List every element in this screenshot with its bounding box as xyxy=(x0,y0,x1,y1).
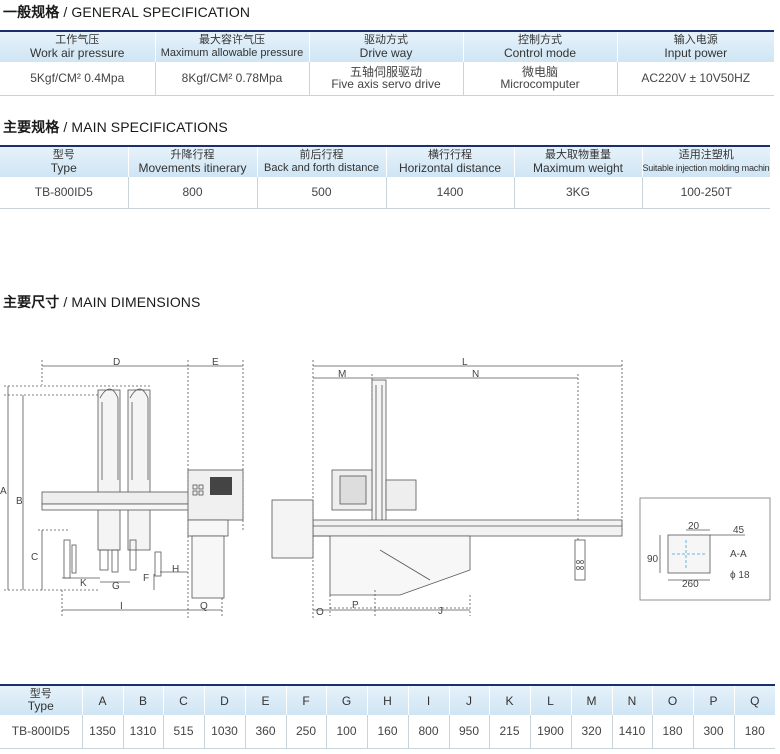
dim-label-n: N xyxy=(472,369,479,380)
dim-label-90: 90 xyxy=(647,554,659,565)
cell-back-forth: 500 xyxy=(256,177,386,209)
cell-dim-b: 1310 xyxy=(122,715,163,749)
section-detail: 20 45 90 260 A-A ϕ 18 xyxy=(639,497,771,601)
dim-label-e: E xyxy=(212,357,219,368)
header-dim-h: H xyxy=(366,685,408,715)
dim-label-q: Q xyxy=(200,601,208,612)
cell-dim-k: 215 xyxy=(488,715,530,749)
dim-label-o: O xyxy=(316,607,324,618)
dim-label-a: A xyxy=(0,486,7,497)
section-label: A-A xyxy=(730,549,747,560)
dim-label-j: J xyxy=(438,606,443,617)
front-view: D E A B C K G F H I Q xyxy=(0,357,244,620)
dim-label-p: P xyxy=(352,600,359,611)
cell-max-pressure: 8Kgf/CM² 0.78Mpa xyxy=(154,62,309,96)
header-dim-g: G xyxy=(325,685,367,715)
cell-type: TB-800ID5 xyxy=(0,177,128,209)
cell-horizontal: 1400 xyxy=(385,177,514,209)
cell-model: TB-800ID5 xyxy=(0,715,82,749)
dim-label-d: D xyxy=(113,357,120,368)
side-view: L M N O P J xyxy=(271,357,623,620)
header-dim-k: K xyxy=(488,685,530,715)
cell-dim-g: 100 xyxy=(325,715,367,749)
table-row: TB-800ID5 800 500 1400 3KG 100-250T xyxy=(0,177,770,209)
dim-label-260: 260 xyxy=(682,579,699,590)
header-dim-d: D xyxy=(203,685,245,715)
cell-dim-c: 515 xyxy=(162,715,204,749)
header-dim-m: M xyxy=(570,685,612,715)
dim-label-l: L xyxy=(462,357,468,368)
main-dimensions-title: 主要尺寸 / MAIN DIMENSIONS xyxy=(3,294,201,310)
cell-dim-n: 1410 xyxy=(611,715,652,749)
header-dim-p: P xyxy=(692,685,734,715)
cell-dim-d: 1030 xyxy=(203,715,245,749)
cell-work-air-pressure: 5Kgf/CM² 0.4Mpa xyxy=(0,62,155,96)
dim-label-b: B xyxy=(16,496,23,507)
header-dim-e: E xyxy=(244,685,286,715)
cell-dim-l: 1900 xyxy=(529,715,571,749)
cell-dim-f: 250 xyxy=(285,715,326,749)
cell-dim-j: 950 xyxy=(448,715,489,749)
dim-label-k: K xyxy=(80,578,87,589)
header-dim-q: Q xyxy=(733,685,775,715)
cell-dim-q: 180 xyxy=(733,715,775,749)
header-dim-j: J xyxy=(448,685,489,715)
dim-label-20: 20 xyxy=(688,521,700,532)
general-spec-title: 一般规格 / GENERAL SPECIFICATION xyxy=(3,4,251,20)
dimension-drawing: D E A B C K G F H I Q xyxy=(0,357,771,620)
cell-dim-i: 800 xyxy=(407,715,449,749)
cell-suitable-machine: 100-250T xyxy=(641,177,770,209)
dim-label-h: H xyxy=(172,564,179,575)
cell-dim-e: 360 xyxy=(244,715,286,749)
header-dim-b: B xyxy=(122,685,163,715)
cell-input-power: AC220V ± 10V50HZ xyxy=(616,62,774,96)
cell-dim-o: 180 xyxy=(651,715,693,749)
header-dim-o: O xyxy=(651,685,693,715)
header-dim-f: F xyxy=(285,685,326,715)
header-dim-n: N xyxy=(611,685,652,715)
cell-dim-a: 1350 xyxy=(81,715,123,749)
cell-dim-p: 300 xyxy=(692,715,734,749)
dim-label-phi: ϕ 18 xyxy=(730,570,750,581)
header-dim-a: A xyxy=(81,685,123,715)
cell-dim-h: 160 xyxy=(366,715,408,749)
dim-label-m: M xyxy=(338,369,346,380)
dim-label-i: I xyxy=(120,601,123,612)
dim-label-f: F xyxy=(143,573,149,584)
cell-dim-m: 320 xyxy=(570,715,612,749)
main-spec-title: 主要规格 / MAIN SPECIFICATIONS xyxy=(3,119,228,135)
cell-max-weight: 3KG xyxy=(513,177,642,209)
dim-label-g: G xyxy=(112,581,120,592)
header-dim-c: C xyxy=(162,685,204,715)
header-dim-i: I xyxy=(407,685,449,715)
header-dim-l: L xyxy=(529,685,571,715)
cell-movements: 800 xyxy=(127,177,257,209)
dim-label-c: C xyxy=(31,552,38,563)
dim-label-45: 45 xyxy=(733,525,745,536)
